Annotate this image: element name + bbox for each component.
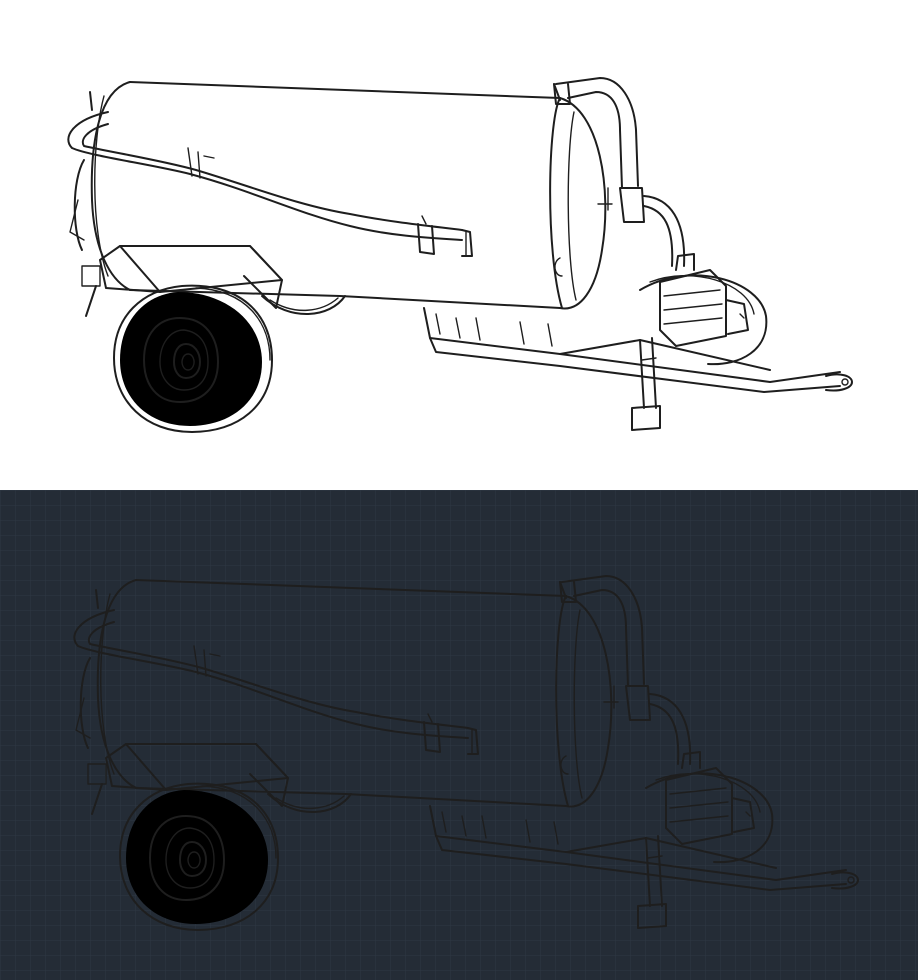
light-tanker-drawing [67,77,853,433]
dark-blueprint-panel [0,490,918,980]
light-blueprint-panel [67,77,853,433]
vacuum-tanker-trailer-icon [67,77,853,433]
vacuum-tanker-trailer-icon [0,490,918,980]
